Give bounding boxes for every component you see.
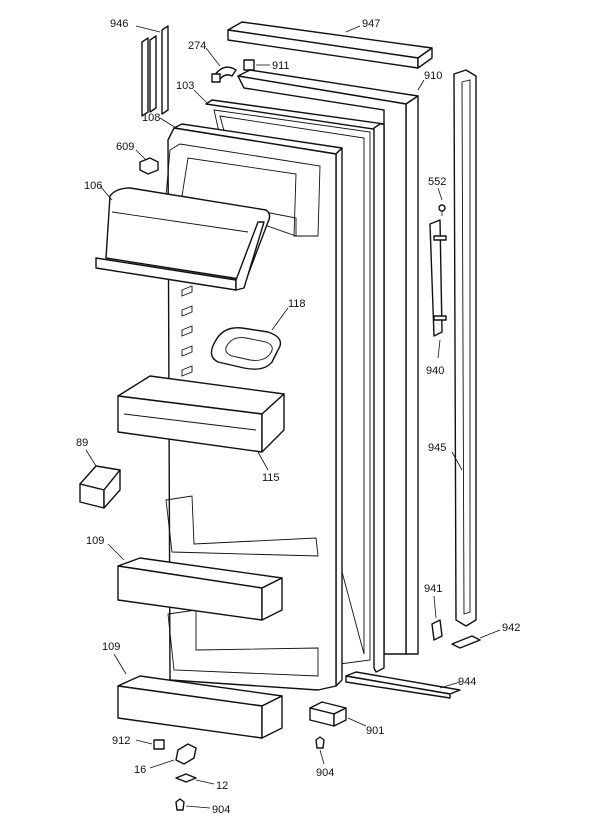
part-942-bottom-hinge — [451, 635, 481, 649]
part-904-screw-right — [315, 736, 325, 749]
part-274-hinge-cam — [211, 66, 237, 83]
label-115: 115 — [262, 472, 280, 484]
part-103-door-gasket — [205, 99, 385, 673]
label-946: 946 — [110, 18, 128, 30]
part-609-switch — [139, 157, 159, 175]
label-108: 108 — [142, 112, 160, 124]
label-274: 274 — [188, 40, 206, 52]
part-109-door-bin-lower — [117, 675, 283, 739]
label-947: 947 — [362, 18, 380, 30]
label-118: 118 — [288, 298, 306, 310]
part-912-bushing — [153, 739, 165, 750]
part-940-hinge-bracket — [429, 219, 447, 337]
label-109-lower: 109 — [102, 641, 120, 653]
label-901: 901 — [366, 725, 384, 737]
label-944: 944 — [458, 676, 476, 688]
part-911-bushing — [243, 59, 255, 71]
label-940: 940 — [426, 365, 444, 377]
label-106: 106 — [84, 180, 102, 192]
part-89-bottle-retainer — [79, 465, 121, 509]
part-946-trim-strips — [141, 25, 169, 117]
label-941: 941 — [424, 583, 442, 595]
part-945-door-handle — [453, 69, 477, 627]
label-609: 609 — [116, 141, 134, 153]
label-904-lower: 904 — [212, 804, 230, 816]
label-945: 945 — [428, 442, 446, 454]
part-109-door-bin-upper — [117, 557, 283, 621]
part-16-cam — [175, 743, 197, 765]
part-12-spring — [175, 773, 197, 783]
label-904-right: 904 — [316, 767, 334, 779]
label-103: 103 — [176, 80, 194, 92]
part-944-bottom-trim — [345, 671, 461, 699]
label-910: 910 — [424, 70, 442, 82]
label-16: 16 — [134, 764, 146, 776]
label-911: 911 — [272, 60, 290, 72]
part-115-door-shelf — [117, 375, 285, 453]
part-118-egg-tray — [210, 327, 282, 370]
label-89: 89 — [76, 437, 88, 449]
part-941-hinge-pin — [431, 619, 443, 641]
part-106-dairy-compartment — [95, 187, 271, 291]
part-947-door-cap — [227, 21, 433, 69]
label-109-upper: 109 — [86, 535, 104, 547]
label-912: 912 — [112, 735, 130, 747]
part-552-screw — [438, 204, 446, 216]
label-12: 12 — [216, 780, 228, 792]
part-901-hinge-cover — [309, 701, 347, 727]
label-552: 552 — [428, 176, 446, 188]
label-942: 942 — [502, 622, 520, 634]
part-904-screw-lower-left — [175, 798, 185, 811]
